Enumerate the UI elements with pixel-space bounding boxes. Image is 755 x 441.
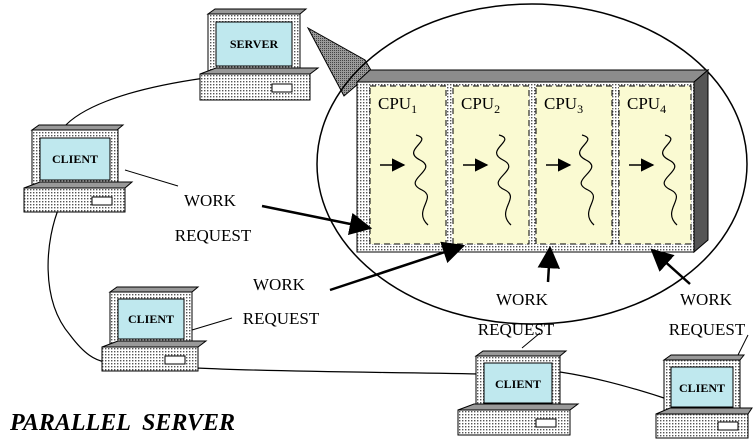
cpu-panel: CPU2 [452, 85, 530, 245]
client-computer[interactable]: CLIENT [23, 124, 134, 213]
client-computer[interactable]: CLIENT [457, 350, 580, 436]
diagram-title: PARALLEL SERVER [9, 410, 235, 436]
client-computer[interactable]: CLIENT [655, 354, 753, 439]
client-label: CLIENT [128, 312, 174, 326]
svg-text:REQUEST: REQUEST [478, 320, 555, 339]
cpu-label: CPU4 [627, 94, 666, 116]
thread-squiggle [579, 134, 595, 226]
svg-text:REQUEST: REQUEST [243, 309, 320, 328]
cpu-label: CPU2 [461, 94, 500, 116]
request-arrow [650, 248, 691, 285]
cpu-panel: CPU4 [618, 85, 692, 245]
svg-text:WORK: WORK [253, 275, 306, 294]
request-arrow [329, 241, 466, 292]
zoom-ellipse [316, 3, 748, 325]
connector-line [737, 334, 749, 356]
cpu-label: CPU3 [544, 94, 583, 116]
thread-squiggle [413, 134, 429, 226]
client-computer[interactable]: CLIENT [101, 286, 208, 372]
server-computer[interactable]: SERVER [199, 8, 320, 101]
work-request-label: WORK REQUEST [478, 290, 555, 339]
connector-line [191, 317, 233, 331]
cpu-panel: CPU1 [369, 85, 447, 245]
work-request-label: WORK REQUEST [175, 191, 252, 245]
request-arrow [537, 245, 561, 283]
svg-text:WORK: WORK [496, 290, 549, 309]
connector-line [124, 169, 179, 187]
request-arrow [261, 204, 373, 235]
server-label: SERVER [230, 37, 279, 51]
client-label: CLIENT [52, 152, 98, 166]
svg-text:WORK: WORK [680, 290, 733, 309]
svg-text:WORK: WORK [184, 191, 237, 210]
client-label: CLIENT [495, 377, 541, 391]
cpu-panels: CPU1 CPU2 CPU3 CPU4 [369, 85, 692, 245]
cpu-panel: CPU3 [535, 85, 613, 245]
connector-line [521, 332, 541, 349]
svg-text:REQUEST: REQUEST [175, 226, 252, 245]
work-request-label: WORK REQUEST [243, 275, 320, 328]
network-cable [47, 77, 671, 401]
thread-squiggle [496, 134, 512, 226]
cpu-label: CPU1 [378, 94, 417, 116]
thread-squiggle [662, 134, 678, 226]
work-request-label: WORK REQUEST [669, 290, 746, 339]
client-label: CLIENT [679, 381, 725, 395]
svg-text:REQUEST: REQUEST [669, 320, 746, 339]
